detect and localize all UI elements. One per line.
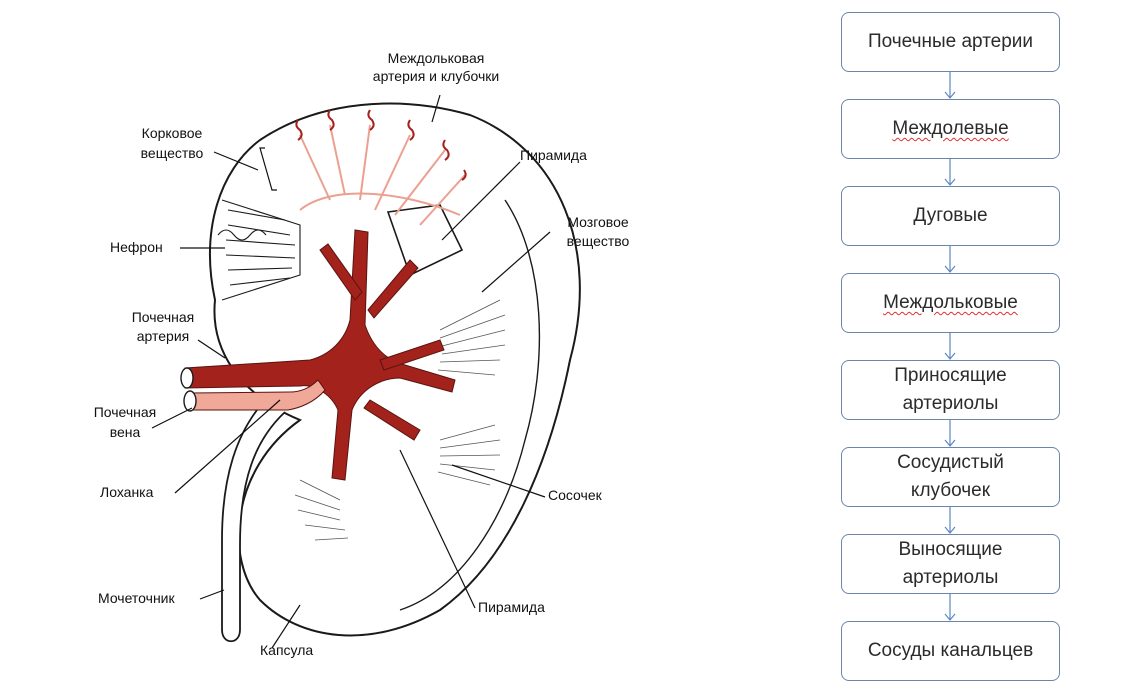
label-cortex-1: Корковое (142, 125, 203, 141)
flow-arrow-head (944, 91, 956, 99)
flow-step-text: Междолевые (892, 115, 1008, 144)
label-pelvis: Лоханка (100, 484, 154, 500)
flow-step-box: Выносящие артериолы (841, 534, 1060, 594)
flow-step-label: Почечные артерии (867, 30, 1034, 52)
flow-step-box: Почечные артерии (841, 12, 1060, 72)
flow-arrow-head (944, 178, 956, 186)
label-renal-artery-1: Почечная (132, 309, 195, 325)
flow-step-label: Приносящие (894, 364, 1007, 386)
label-interlobular-artery-1: Междольковая (388, 50, 485, 66)
label-medulla-2: вещество (567, 233, 630, 249)
label-nephron: Нефрон (110, 239, 163, 255)
label-pyramid-bottom: Пирамида (478, 599, 545, 615)
label-cortex-2: вещество (141, 145, 204, 161)
leader-lines (151, 94, 551, 649)
interlobular-branches (299, 124, 466, 226)
renal-artery-opening (180, 367, 194, 389)
label-medulla-1: Мозговое (567, 214, 629, 230)
pyramid-top-shape (386, 204, 464, 277)
flow-step-label: артериолы (902, 567, 999, 588)
flow-arrow-head (944, 352, 956, 360)
flow-step-label: Междольковые (883, 289, 1018, 318)
label-renal-vein-1: Почечная (94, 404, 157, 420)
flow-step-label: Сосуды канальцев (867, 639, 1034, 661)
label-capsule: Капсула (260, 642, 313, 658)
flow-step-text: Приносящие артериолы (894, 362, 1007, 419)
flow-arrow-head (944, 439, 956, 447)
kidney-diagram: Междольковая артерия и клубочки Корковое… (94, 50, 630, 658)
label-papilla: Сосочек (548, 487, 603, 503)
flow-step-text: Междольковые (883, 289, 1018, 318)
flow-step-box: Дуговые (841, 186, 1060, 246)
flow-step-text: Выносящие артериолы (899, 536, 1003, 593)
renal-vein-opening (183, 390, 197, 412)
flow-step-label: артериолы (902, 393, 999, 414)
flow-step-label: Выносящие (898, 538, 1003, 560)
glomeruli (295, 109, 467, 181)
nephron-tubules (217, 199, 301, 301)
spellcheck-underline: Междолевые (892, 117, 1009, 139)
flow-step-box: Сосудистый клубочек (841, 447, 1060, 507)
label-interlobular-artery-2: артерия и клубочки (373, 68, 499, 84)
renal-vein-shape (189, 379, 326, 411)
flow-arrow-head (944, 613, 956, 621)
flow-arrow-head (944, 265, 956, 273)
flow-step-box: Междолевые (841, 99, 1060, 159)
flow-step-text: Сосудистый клубочек (897, 449, 1004, 506)
flow-step-text: Почечные артерии (868, 28, 1033, 57)
flow-step-label: клубочек (910, 480, 991, 501)
label-pyramid-top: Пирамида (520, 147, 587, 163)
label-ureter: Мочеточник (98, 590, 175, 606)
capsule-inner-line (399, 199, 541, 611)
cortex-bracket (259, 147, 277, 191)
label-renal-artery-2: артерия (137, 328, 190, 344)
medulla-striations (294, 299, 506, 541)
label-renal-vein-2: вена (110, 424, 141, 440)
ureter-tube (221, 394, 286, 643)
flow-step-box: Сосуды канальцев (841, 621, 1060, 681)
spellcheck-underline: Междольковые (883, 291, 1018, 313)
flow-step-text: Сосуды канальцев (868, 637, 1033, 666)
flow-step-label: Сосудистый (897, 451, 1004, 473)
flow-step-label: Междолевые (892, 115, 1008, 144)
flow-step-box: Междольковые (841, 273, 1060, 333)
flow-step-text: Дуговые (913, 202, 987, 231)
flow-step-box: Приносящие артериолы (841, 360, 1060, 420)
flow-step-label: Дуговые (913, 204, 988, 226)
renal-artery-tree (184, 229, 456, 481)
flow-arrow-head (944, 526, 956, 534)
